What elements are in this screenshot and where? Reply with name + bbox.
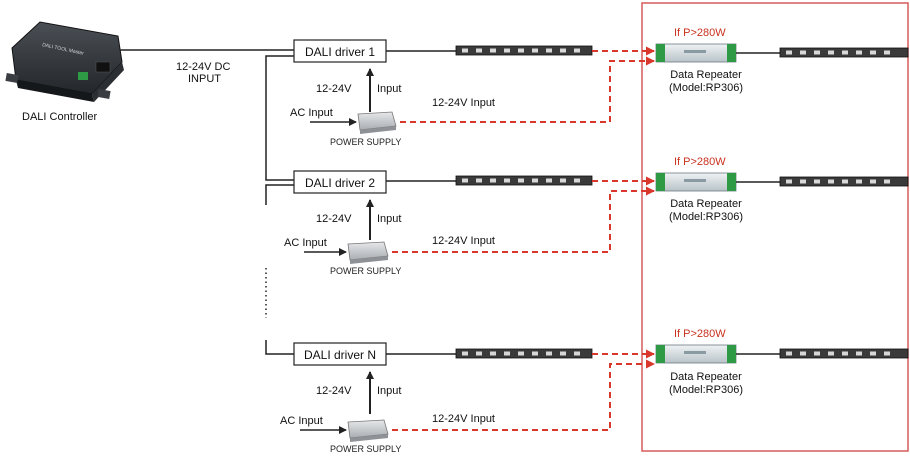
driver-label: DALI driver 1 <box>305 45 375 59</box>
psu-output-label: 12-24V Input <box>432 97 495 109</box>
repeater-model: (Model:RP306) <box>669 82 743 94</box>
driver-label: DALI driver N <box>304 348 376 362</box>
data-repeater-icon <box>655 344 737 364</box>
psu-label: POWER SUPPLY <box>330 266 401 276</box>
psu-label: POWER SUPPLY <box>330 444 401 454</box>
led-strip-b <box>779 47 909 58</box>
condition-label: If P>280W <box>674 27 726 39</box>
data-repeater-icon <box>655 43 737 63</box>
bus-line-n <box>265 340 294 355</box>
ac-input-label: AC Input <box>290 107 333 119</box>
condition-label: If P>280W <box>674 328 726 340</box>
repeater-name: Data Repeater <box>670 371 742 383</box>
repeater-model: (Model:RP306) <box>669 384 743 396</box>
psu-to-repeater-dashed <box>392 359 655 431</box>
controller-name: DALI Controller <box>22 111 98 123</box>
row-1: DALI driver 1 12-24V Input AC Input POWE… <box>290 27 909 147</box>
repeater-zone-frame <box>641 2 909 452</box>
psu-to-repeater-dashed <box>392 186 655 253</box>
led-strip-a <box>455 45 593 56</box>
ac-input-label: AC Input <box>280 415 323 427</box>
row-2: DALI driver 2 12-24V Input AC Input POWE… <box>284 156 909 276</box>
repeater-name: Data Repeater <box>670 69 742 81</box>
psu-output-label: 12-24V Input <box>432 235 495 247</box>
dc-input-label-1: 12-24V DC <box>176 61 230 73</box>
repeater-model: (Model:RP306) <box>669 211 743 223</box>
input-label: Input <box>377 83 401 95</box>
voltage-label: 12-24V <box>316 83 352 95</box>
led-strip-b <box>779 348 909 359</box>
dc-input-label-2: INPUT <box>188 73 221 85</box>
voltage-label: 12-24V <box>316 213 352 225</box>
psu-label: POWER SUPPLY <box>330 137 401 147</box>
power-supply-icon <box>347 241 389 264</box>
power-supply-icon <box>357 111 397 134</box>
condition-label: If P>280W <box>674 156 726 168</box>
input-label: Input <box>377 385 401 397</box>
dali-controller: DALI TOOL Master <box>5 21 124 102</box>
led-strip-b <box>779 176 909 187</box>
bus-line-1-2 <box>265 55 294 181</box>
ac-input-label: AC Input <box>284 237 327 249</box>
driver-box <box>293 170 387 194</box>
terminal-block-icon <box>78 72 88 80</box>
repeater-name: Data Repeater <box>670 198 742 210</box>
power-supply-icon <box>347 419 389 442</box>
psu-output-label: 12-24V Input <box>432 413 495 425</box>
data-repeater-icon <box>655 172 737 192</box>
bus-line-2-down <box>265 184 294 205</box>
psu-to-repeater-dashed <box>400 56 655 123</box>
input-label: Input <box>377 213 401 225</box>
driver-label: DALI driver 2 <box>305 176 375 190</box>
row-n: DALI driver N 12-24V Input AC Input POWE… <box>280 328 909 454</box>
led-strip-a <box>455 175 593 186</box>
led-strip-a <box>455 348 593 359</box>
voltage-label: 12-24V <box>316 385 352 397</box>
